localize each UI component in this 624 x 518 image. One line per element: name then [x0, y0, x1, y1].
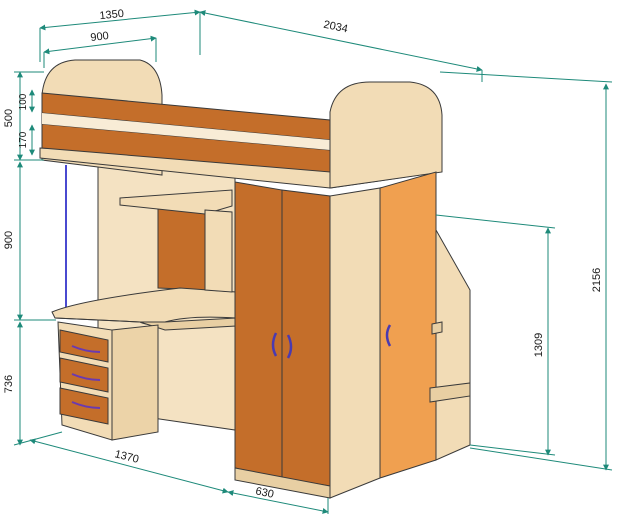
dim-rail-1: 100	[18, 93, 29, 110]
stair-side-panel	[435, 228, 471, 461]
drawer-2	[59, 357, 109, 393]
wardrobe-handle-right	[286, 334, 293, 359]
stair-step-mid	[431, 321, 443, 335]
dim-under-bed-height: 900	[3, 231, 15, 249]
wardrobe-handle-left	[271, 332, 278, 357]
dim-guard-width: 900	[90, 30, 110, 44]
drawer-cabinet-side	[111, 324, 159, 441]
cabinet-door-orange	[379, 171, 437, 479]
dimension-lines	[13, 9, 613, 514]
dim-total-height: 2156	[591, 268, 603, 292]
dim-wardrobe-depth: 630	[254, 485, 274, 501]
desk-shelf-upright	[204, 209, 233, 293]
dim-desk-depth: 1370	[113, 448, 140, 466]
bed-rail-gap	[42, 113, 330, 150]
bed-end-panel-right	[329, 81, 443, 189]
dimension-labels: 1350 2034 900 500 100 170 900 736 1370 6…	[3, 8, 603, 501]
drawer-handle-2	[71, 373, 101, 381]
dim-rail-2: 170	[18, 131, 29, 148]
dim-stair-height: 1309	[533, 333, 545, 357]
back-shelf-panel	[157, 204, 206, 291]
drawer-1	[59, 329, 109, 363]
wardrobe-side	[329, 187, 381, 499]
furniture	[39, 59, 471, 499]
drawer-handle-3	[71, 401, 101, 409]
wardrobe-door-left	[234, 181, 283, 479]
drawer-handle-1	[71, 345, 101, 353]
cabinet-handle	[385, 324, 392, 347]
dim-top-length: 2034	[322, 19, 348, 36]
dim-top-depth: 1350	[99, 8, 125, 22]
dim-guard-height: 500	[3, 109, 15, 127]
stair-step-lower	[429, 382, 471, 403]
upper-shelf	[119, 189, 233, 215]
dim-desk-height: 736	[3, 375, 15, 393]
